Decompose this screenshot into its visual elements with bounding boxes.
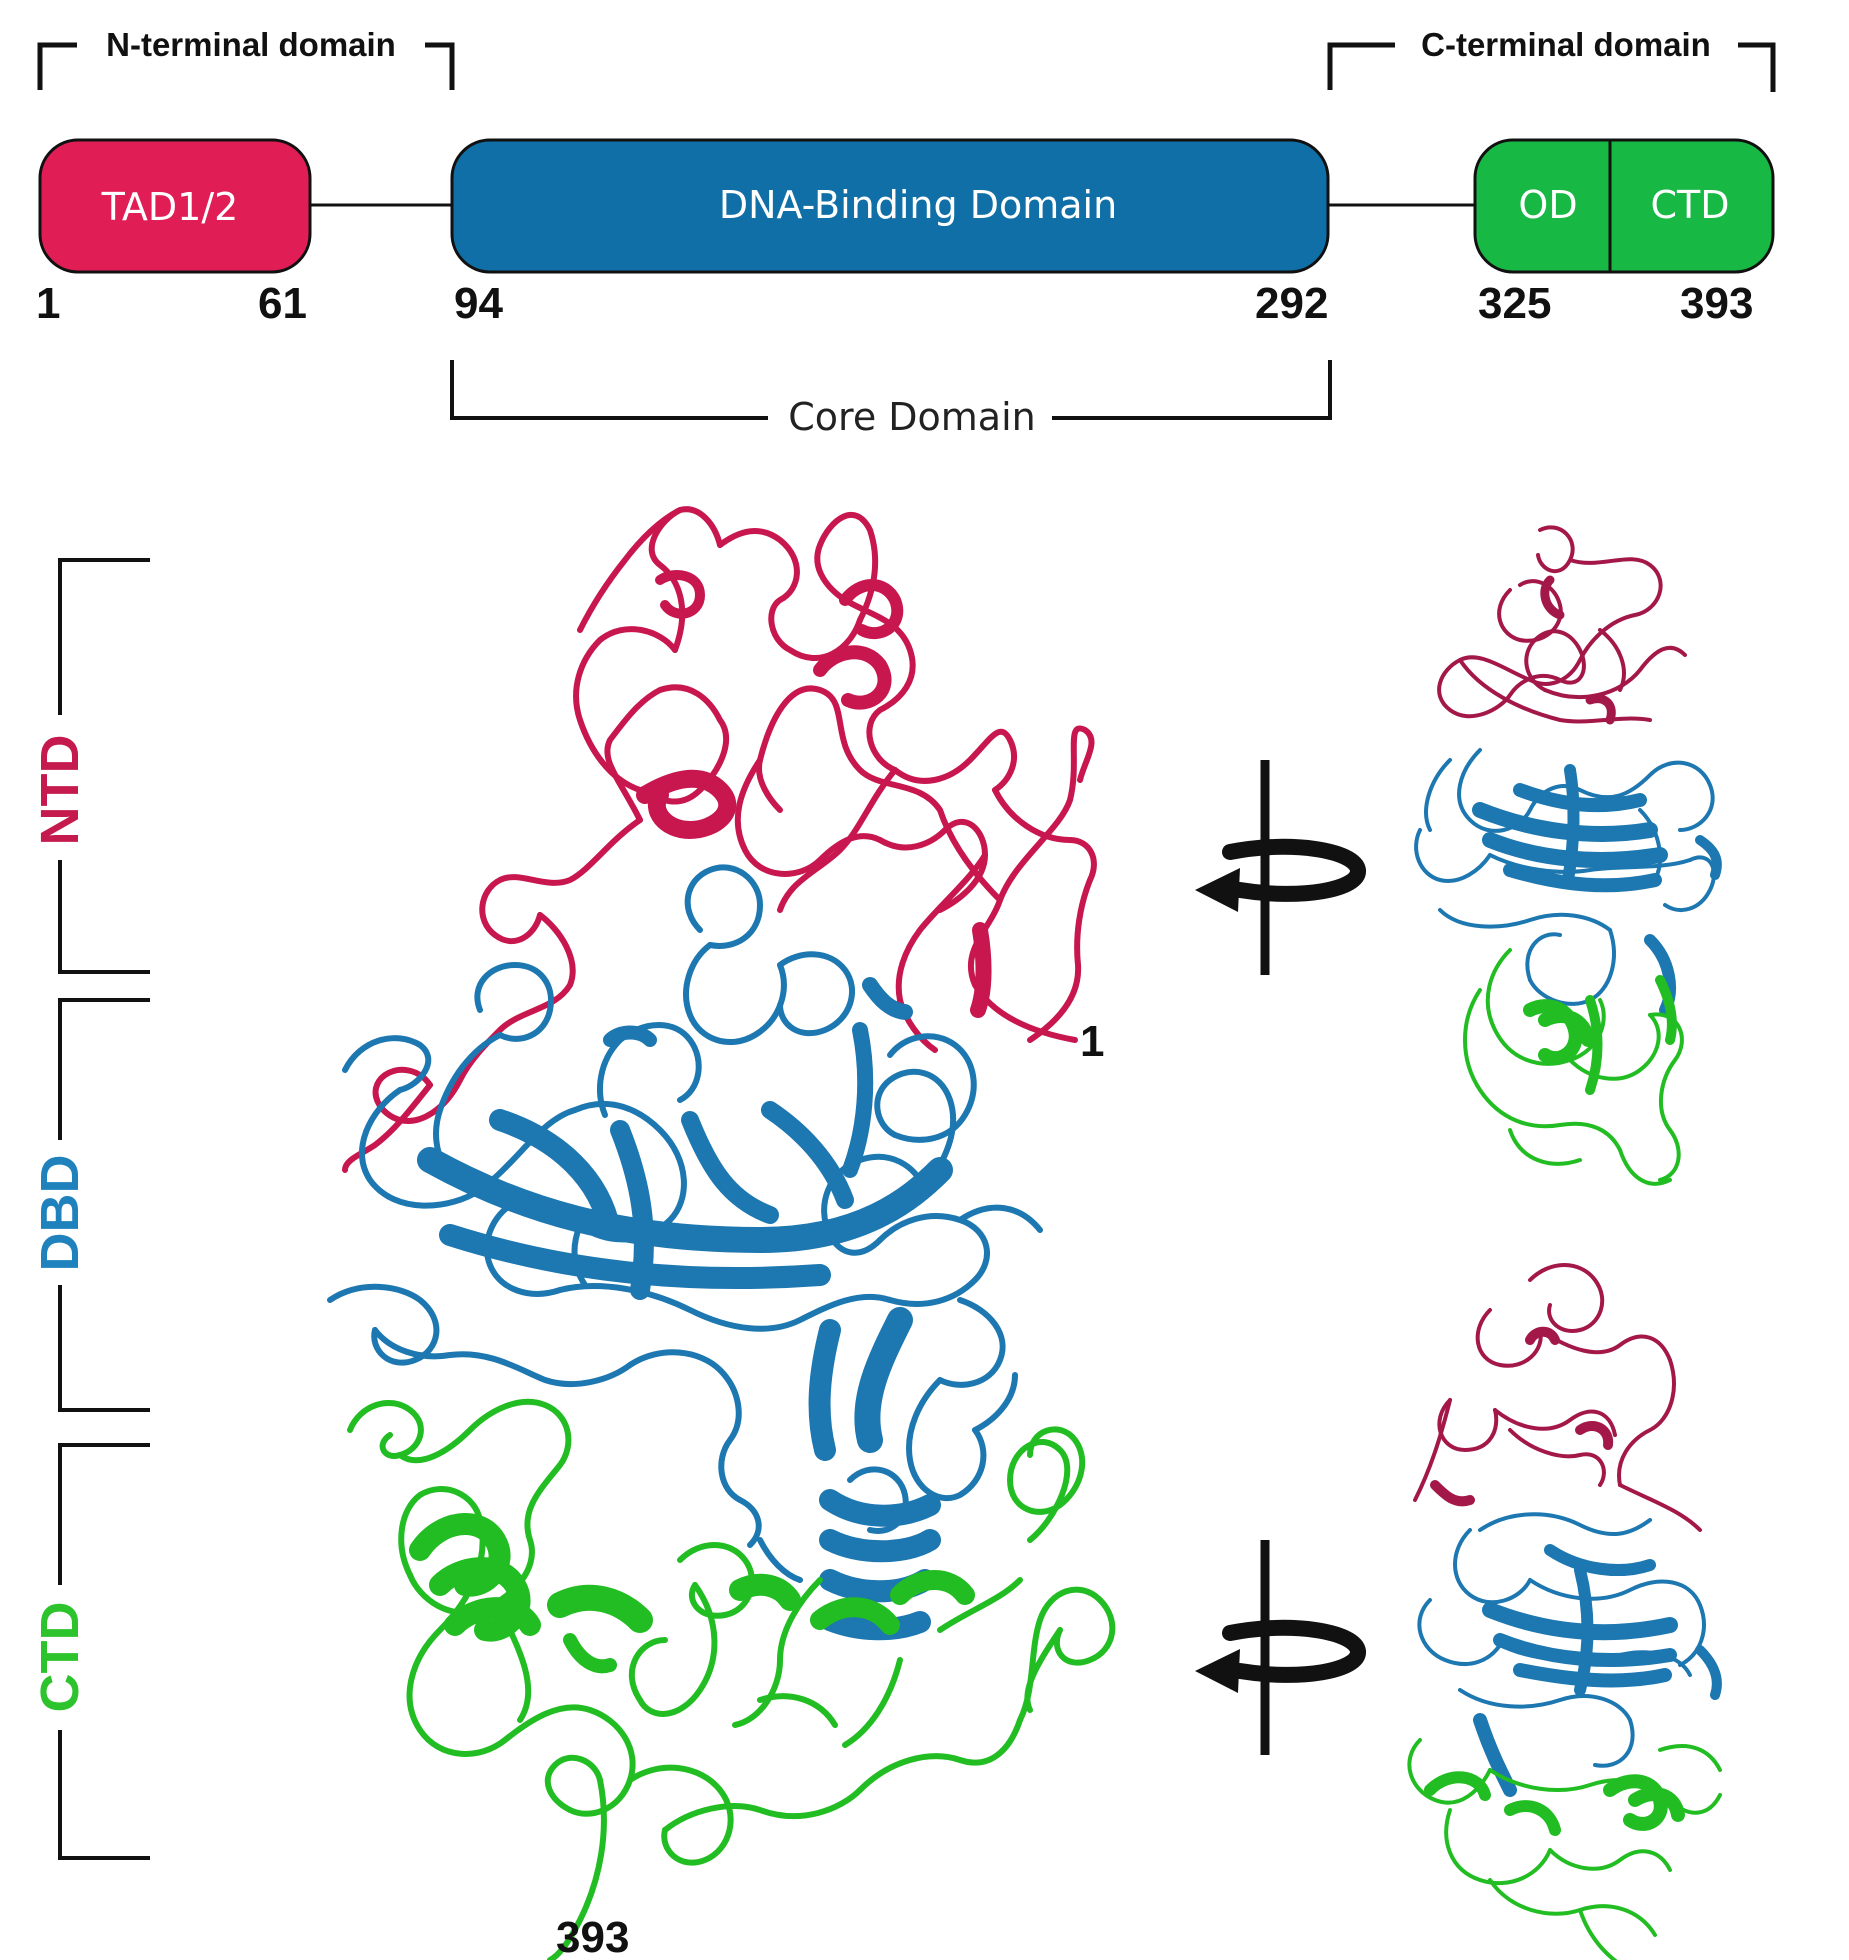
core-domain-bracket-right — [1052, 360, 1332, 420]
tad-domain-label: TAD1/2 — [101, 185, 239, 229]
ctd-side-label: CTD — [30, 1602, 90, 1713]
dbd-ribbon — [327, 864, 1043, 1641]
core-domain-label: Core Domain — [788, 395, 1035, 439]
c-terminal-bracket — [1327, 42, 1395, 90]
n-terminal-bracket — [37, 42, 77, 90]
dbd-side-label: DBD — [30, 1155, 90, 1272]
main-ribbon-structure — [327, 506, 1116, 1960]
residue-393: 393 — [1680, 279, 1753, 328]
rotated-view-bottom — [1407, 1263, 1722, 1960]
n-terminal-bracket-right — [425, 42, 455, 90]
dbd-label-gap — [44, 1140, 78, 1285]
ctd-ribbon — [347, 1398, 1116, 1960]
c-terminal-label: C-terminal domain — [1421, 26, 1711, 63]
n-terminal-label: N-terminal domain — [106, 26, 396, 63]
residue-61: 61 — [258, 279, 307, 328]
od-ctd-domain-box — [1473, 138, 1775, 274]
dna-binding-domain-box — [450, 138, 1330, 274]
ntd-ribbon — [342, 506, 1097, 1173]
domain-architecture: N-terminal domain C-terminal domain TAD1… — [36, 26, 1776, 439]
ctd-domain-label: CTD — [1650, 183, 1729, 227]
ctd-label-gap — [44, 1585, 78, 1730]
dna-binding-domain-label: DNA-Binding Domain — [719, 183, 1117, 227]
rotate-around-vertical-axis-icon — [1195, 1540, 1366, 1755]
residue-292: 292 — [1255, 279, 1328, 328]
ntd-label-gap — [44, 715, 78, 860]
main-residue-1: 1 — [1080, 1017, 1104, 1066]
rotate-around-vertical-axis-icon — [1195, 760, 1366, 975]
residue-325: 325 — [1478, 279, 1551, 328]
rotated-view-top — [1414, 525, 1722, 1186]
tad-domain-box — [38, 138, 312, 274]
core-domain-bracket — [450, 360, 768, 420]
residue-1: 1 — [36, 279, 60, 328]
ntd-side-label: NTD — [30, 735, 90, 846]
residue-94: 94 — [454, 279, 503, 328]
main-residue-393: 393 — [556, 1913, 629, 1960]
c-terminal-bracket-right — [1738, 42, 1776, 92]
od-domain-label: OD — [1518, 183, 1577, 227]
